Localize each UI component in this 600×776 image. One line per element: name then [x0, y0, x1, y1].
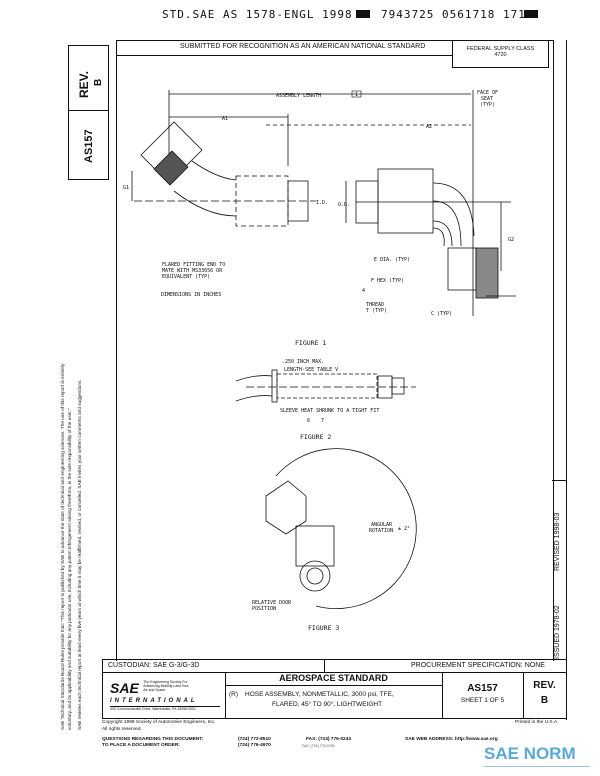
date-strip: ISSUED 1978-02 REVISED 1998-03	[552, 480, 566, 661]
sheet-number: SHEET 1 OF 5	[460, 697, 505, 704]
f-hex-label: F HEX (TYP)	[371, 278, 404, 284]
rights: All rights reserved.	[102, 727, 142, 732]
side-rev-box: REV. B	[68, 45, 109, 111]
dim-id: I.D.	[316, 200, 328, 206]
dim-g2: G2	[508, 237, 514, 243]
printed-in: Printed in the U.S.A.	[515, 720, 559, 725]
flared-note-3: EQUIVALENT (TYP)	[162, 274, 210, 280]
phone-questions: (724) 772-8510	[238, 737, 271, 742]
note-flag-7: 7	[321, 418, 324, 424]
rev-value: B	[540, 695, 549, 706]
rev-mark: (R)	[229, 691, 239, 698]
fig2-length-label: LENGTH-SEE TABLE V	[284, 367, 338, 373]
custodian: CUSTODIAN: SAE G-3/G-3D	[108, 662, 200, 669]
figure2-drawing	[235, 369, 416, 403]
phone-order: (724) 776-4970	[238, 743, 271, 748]
dim-od: O.D.	[338, 202, 350, 208]
dimensions-note: DIMENSIONS IN INCHES	[161, 292, 221, 298]
dim-a1: A1	[222, 116, 228, 122]
figure1-labels: ASSEMBLY LENGTH 1 FACE OF SEAT (TYP) A1 …	[123, 90, 514, 347]
fax: FAX: (724) 776-0243	[306, 737, 352, 742]
drawing-frame	[116, 40, 554, 661]
side-notice-3: SAE reviews each technical report at lea…	[77, 379, 82, 730]
side-rev-value: B	[93, 78, 104, 86]
figure2-caption: FIGURE 2	[300, 433, 331, 441]
fig2-sleeve-label: SLEEVE HEAT SHRUNK TO A TIGHT FIT	[280, 408, 379, 414]
standard-type: AEROSPACE STANDARD	[279, 673, 388, 683]
e-dia-label: E DIA. (TYP)	[374, 257, 410, 263]
note-flag-4: 4	[362, 288, 365, 294]
thread-label-1: THREAD	[366, 302, 384, 308]
note-flag-1: 1	[355, 92, 358, 98]
side-notice-1: SAE Technical Standards Board Rules prov…	[60, 363, 65, 730]
rev-label: REV.	[533, 680, 556, 691]
figure1-drawing	[131, 90, 516, 316]
submitted-text: SUBMITTED FOR RECOGNITION AS AN AMERICAN…	[180, 43, 426, 50]
redaction-bar	[356, 10, 370, 18]
face-of-seat-1: FACE OF	[477, 90, 498, 96]
doc-number: AS157	[467, 683, 498, 694]
outer-border	[566, 40, 567, 720]
angular-label-1: ANGULAR	[371, 522, 393, 528]
sae-logo: SAE The Engineering Society For Advancin…	[110, 680, 220, 711]
side-rev-label: REV.	[77, 71, 91, 98]
thread-label-2: T (TYP)	[366, 308, 387, 314]
issued-date: ISSUED 1978-02	[554, 605, 561, 659]
dim-a2: A2	[426, 124, 432, 130]
figure3-drawing	[265, 448, 417, 609]
angular-tolerance: ± 2°	[398, 526, 410, 532]
web-address[interactable]: SAE WEB ADDRESS: http://www.sae.org	[405, 737, 498, 742]
figure2-labels: .250 INCH MAX. LENGTH-SEE TABLE V SLEEVE…	[280, 359, 379, 441]
title-line-1: HOSE ASSEMBLY, NONMETALLIC, 3000 psi, TF…	[245, 691, 394, 698]
side-notice-2: voluntary, and its applicability and sui…	[67, 408, 72, 730]
c-typ-label: C (TYP)	[431, 311, 452, 317]
questions-label: QUESTIONS REGARDING THIS DOCUMENT:	[102, 737, 204, 742]
assembly-length-label: ASSEMBLY LENGTH	[276, 93, 321, 99]
angular-label-2: ROTATION	[369, 528, 393, 534]
header-code: 7943725 0561718 171	[381, 8, 526, 21]
header-rule	[116, 55, 452, 56]
title-line-2: FLARED, 45° TO 90°, LIGHTWEIGHT	[272, 701, 383, 708]
fsc-value: 4720	[494, 52, 507, 58]
fig2-max-label: .250 INCH MAX.	[282, 359, 324, 365]
revised-date: REVISED 1998-03	[554, 512, 561, 571]
relative-label-1: RELATIVE DOOR	[252, 600, 292, 606]
figure1-caption: FIGURE 1	[295, 339, 326, 347]
face-of-seat-2: SEAT	[481, 96, 493, 102]
figure3-labels: ANGULAR ROTATION ± 2° RELATIVE DOOR POSI…	[252, 522, 410, 632]
order-label: TO PLACE A DOCUMENT ORDER:	[102, 743, 180, 748]
copyright: Copyright 1998 Society of Automotive Eng…	[102, 720, 216, 725]
dim-g1: G1	[123, 185, 129, 191]
sae-norm-watermark: SAE NORM	[484, 744, 576, 763]
watermark-rule	[484, 766, 590, 767]
redaction-bar	[524, 10, 538, 18]
relative-label-2: POSITION	[252, 606, 276, 612]
fax-2: FAX: (724) 776-0790	[302, 744, 335, 748]
title-block	[102, 659, 567, 719]
figures-svg: ASSEMBLY LENGTH 1 FACE OF SEAT (TYP) A1 …	[123, 90, 516, 632]
face-of-seat-3: (TYP)	[480, 102, 495, 108]
fsc-label: FEDERAL SUPPLY CLASS	[466, 46, 535, 52]
procurement-spec: PROCUREMENT SPECIFICATION: NONE	[411, 662, 545, 669]
note-flag-6: 6	[307, 418, 310, 424]
federal-supply-class-box: FEDERAL SUPPLY CLASS 4720	[452, 40, 549, 68]
figure3-caption: FIGURE 3	[308, 624, 339, 632]
header-stamp: STD.SAE AS 1578-ENGL 1998	[162, 8, 353, 21]
side-doc-box: AS157	[68, 110, 109, 180]
flared-note-2: MATE WITH MS33656 OR	[162, 268, 223, 274]
side-doc-number: AS157	[83, 129, 95, 163]
flared-note-1: FLARED FITTING END TO	[162, 262, 225, 268]
